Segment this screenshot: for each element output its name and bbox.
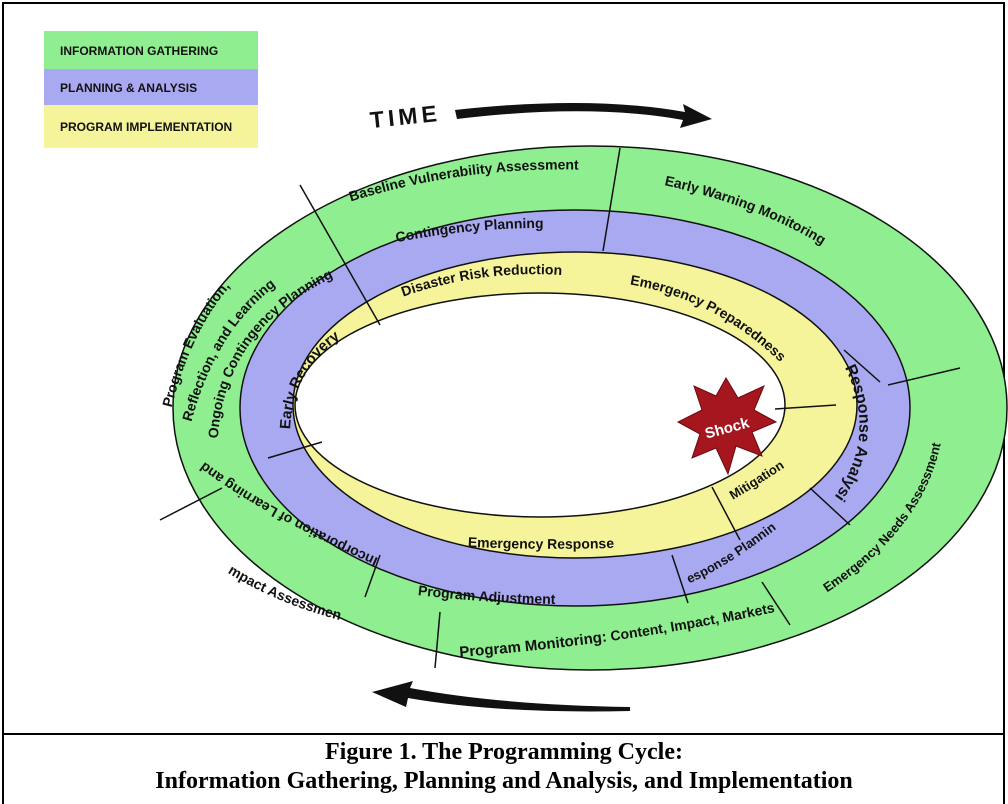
- legend-label-program-implementation: PROGRAM IMPLEMENTATION: [60, 120, 232, 134]
- legend-label-information-gathering: INFORMATION GATHERING: [60, 44, 218, 58]
- svg-text:Emergency Response: Emergency Response: [468, 534, 615, 552]
- time-arrow-top: [455, 102, 712, 128]
- legend-swatch-planning-analysis: [44, 69, 258, 105]
- caption-divider: [2, 733, 1005, 735]
- shock-star-icon: [676, 377, 778, 476]
- legend: INFORMATION GATHERING PLANNING & ANALYSI…: [44, 31, 258, 148]
- legend-label-planning-analysis: PLANNING & ANALYSIS: [60, 81, 197, 95]
- center-space: [294, 292, 786, 518]
- time-label: TIME: [369, 100, 442, 133]
- legend-swatch-program-implementation: [44, 105, 258, 148]
- segment-dividers: [159, 147, 961, 669]
- legend-swatch-information-gathering: [44, 31, 258, 69]
- time-arrow-bottom: [372, 681, 630, 712]
- caption-line-1: Figure 1. The Programming Cycle:: [325, 739, 683, 765]
- caption-line-2: Information Gathering, Planning and Anal…: [155, 768, 853, 794]
- label-emergency-response: Emergency Response: [468, 534, 615, 552]
- shock-starburst: Shock: [676, 377, 778, 476]
- figure-caption: Figure 1. The Programming Cycle: Informa…: [0, 738, 1008, 796]
- programming-cycle-diagram: INFORMATION GATHERING PLANNING & ANALYSI…: [0, 0, 1008, 712]
